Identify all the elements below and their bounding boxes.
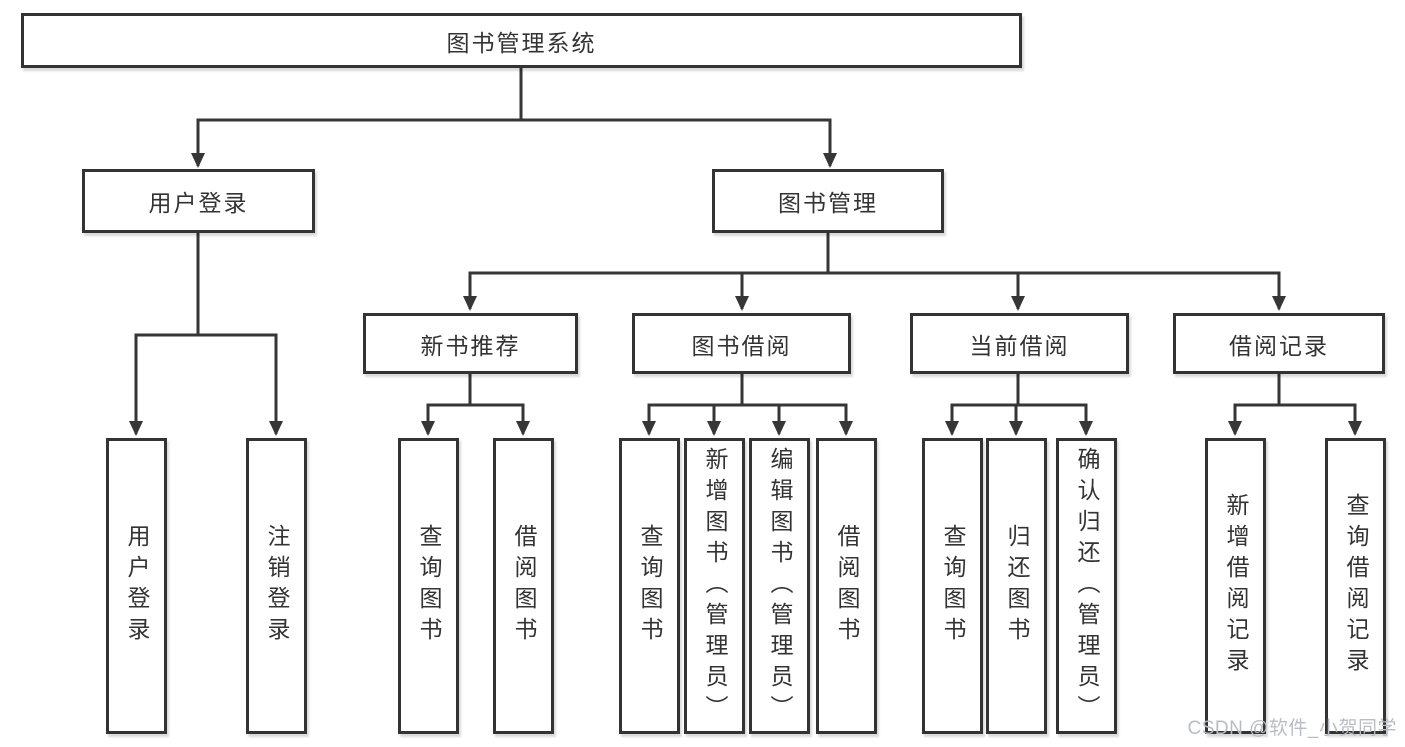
leaf-user-login: 用户登录 xyxy=(106,438,167,734)
node-user-login: 用户登录 xyxy=(82,169,315,233)
leaf-borrow-books-recommend: 借阅图书 xyxy=(493,438,554,734)
leaf-return-book: 归还图书 xyxy=(986,438,1047,734)
leaf-query-books-borrowing: 查询图书 xyxy=(619,438,680,734)
leaf-edit-book-admin: 编辑图书（管理员） xyxy=(749,438,810,734)
leaf-query-books-current: 查询图书 xyxy=(922,438,983,734)
node-current-borrowing: 当前借阅 xyxy=(910,313,1129,374)
leaf-add-book-admin: 新增图书（管理员） xyxy=(684,438,745,734)
node-book-management: 图书管理 xyxy=(712,169,944,233)
node-library-system: 图书管理系统 xyxy=(21,13,1022,68)
leaf-borrow-books-borrowing: 借阅图书 xyxy=(816,438,877,734)
leaf-add-borrow-record: 新增借阅记录 xyxy=(1205,438,1266,734)
node-borrowing-records: 借阅记录 xyxy=(1173,313,1385,374)
leaf-query-borrow-record: 查询借阅记录 xyxy=(1325,438,1386,734)
node-book-borrowing: 图书借阅 xyxy=(632,313,851,374)
csdn-watermark: CSDN @软件_小贺同学 xyxy=(1187,718,1397,739)
node-new-book-recommend: 新书推荐 xyxy=(363,313,578,374)
leaf-query-books-recommend: 查询图书 xyxy=(398,438,459,734)
leaf-confirm-return-admin: 确认归还（管理员） xyxy=(1056,438,1117,734)
leaf-logout: 注销登录 xyxy=(246,438,307,734)
